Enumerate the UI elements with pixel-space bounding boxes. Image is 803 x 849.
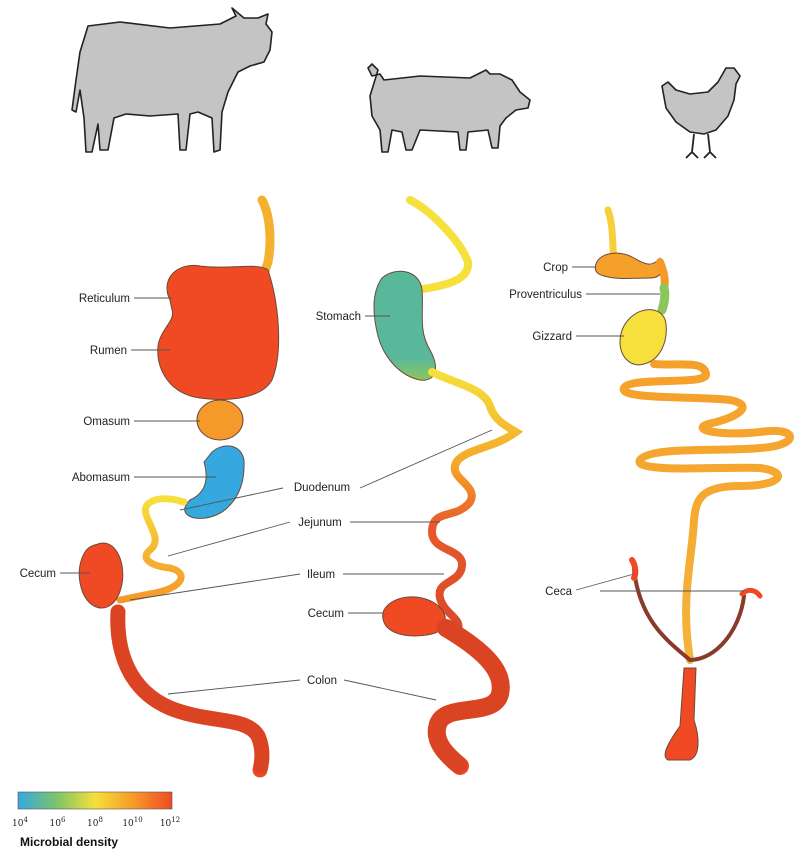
microbial-density-legend: 104 106 108 1010 1012 Microbial density <box>12 792 180 849</box>
label-cow-cecum: Cecum <box>20 568 56 580</box>
legend-tick-labels: 104 106 108 1010 1012 <box>12 816 180 829</box>
label-stomach: Stomach <box>316 311 361 323</box>
label-proventriculus: Proventriculus <box>509 289 582 301</box>
label-jejunum: Jejunum <box>298 517 341 529</box>
label-abomasum: Abomasum <box>72 472 130 484</box>
label-colon: Colon <box>307 675 337 687</box>
label-omasum: Omasum <box>83 416 130 428</box>
label-duodenum: Duodenum <box>294 482 350 494</box>
cow-small-intestine <box>120 499 184 600</box>
chicken-cecum-right <box>690 596 744 660</box>
chicken-colon <box>665 668 698 760</box>
chicken-silhouette-icon <box>662 68 740 158</box>
chicken-digestive-tract <box>595 210 790 760</box>
label-rumen: Rumen <box>90 345 127 357</box>
pig-digestive-tract <box>374 200 516 766</box>
chicken-gizzard <box>620 310 666 365</box>
label-gizzard: Gizzard <box>532 331 572 343</box>
legend-tick-label: 1010 <box>122 816 142 829</box>
pig-cecum <box>383 597 446 636</box>
pig-esophagus <box>410 200 468 290</box>
cow-digestive-tract <box>79 200 278 770</box>
legend-tick-label: 104 <box>12 816 28 829</box>
chicken-cecum-left <box>634 570 690 660</box>
legend-tick-label: 1012 <box>160 816 180 829</box>
pig-silhouette-icon <box>368 64 530 152</box>
label-ileum: Ileum <box>307 569 335 581</box>
cow-omasum <box>197 400 243 440</box>
legend-color-bar <box>18 792 172 809</box>
legend-tick-label: 108 <box>87 816 103 829</box>
cow-rumen <box>158 265 279 399</box>
label-reticulum: Reticulum <box>79 293 130 305</box>
legend-tick-label: 106 <box>50 816 66 829</box>
chicken-crop <box>595 253 662 278</box>
chicken-proventriculus <box>662 288 665 310</box>
organ-labels: Reticulum Rumen Omasum Abomasum Cecum Du… <box>20 262 583 687</box>
chicken-esophagus <box>608 210 614 258</box>
pig-small-intestine <box>432 372 516 630</box>
label-pig-cecum: Cecum <box>308 608 344 620</box>
cow-cecum <box>79 543 122 608</box>
label-crop: Crop <box>543 262 568 274</box>
cow-silhouette-icon <box>72 8 272 152</box>
label-ceca: Ceca <box>545 586 572 598</box>
legend-title: Microbial density <box>20 835 118 849</box>
